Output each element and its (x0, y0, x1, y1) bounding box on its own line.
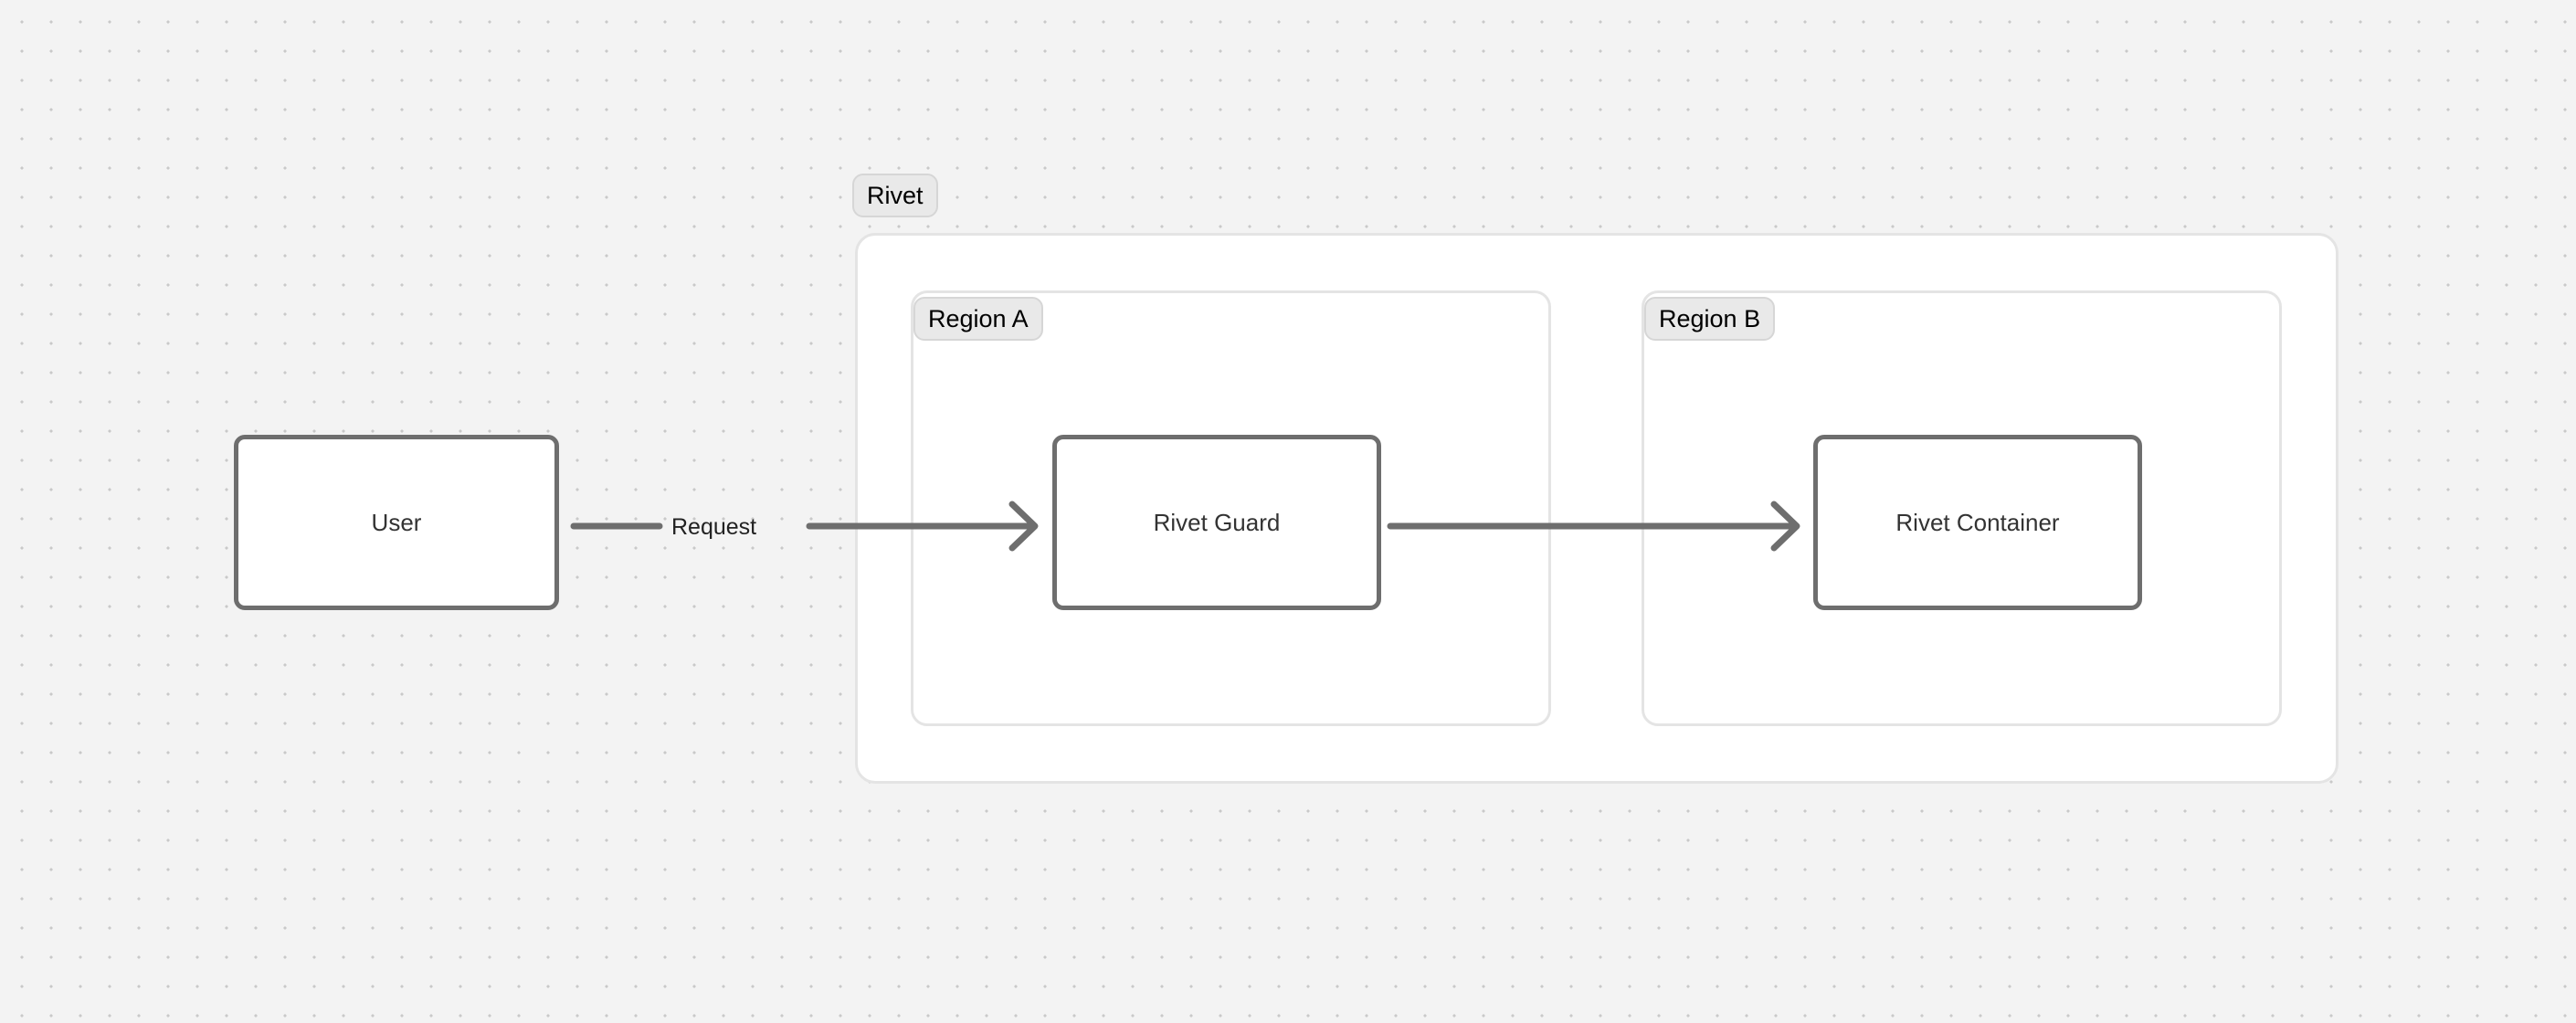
node-rivet-guard[interactable]: Rivet Guard (1052, 435, 1381, 610)
group-label-region-b[interactable]: Region B (1644, 297, 1776, 341)
node-user[interactable]: User (234, 435, 559, 610)
group-label-region-a[interactable]: Region A (913, 297, 1043, 341)
group-label-rivet[interactable]: Rivet (852, 174, 938, 217)
node-rivet-container[interactable]: Rivet Container (1813, 435, 2142, 610)
edge-label-request[interactable]: Request (671, 514, 757, 540)
